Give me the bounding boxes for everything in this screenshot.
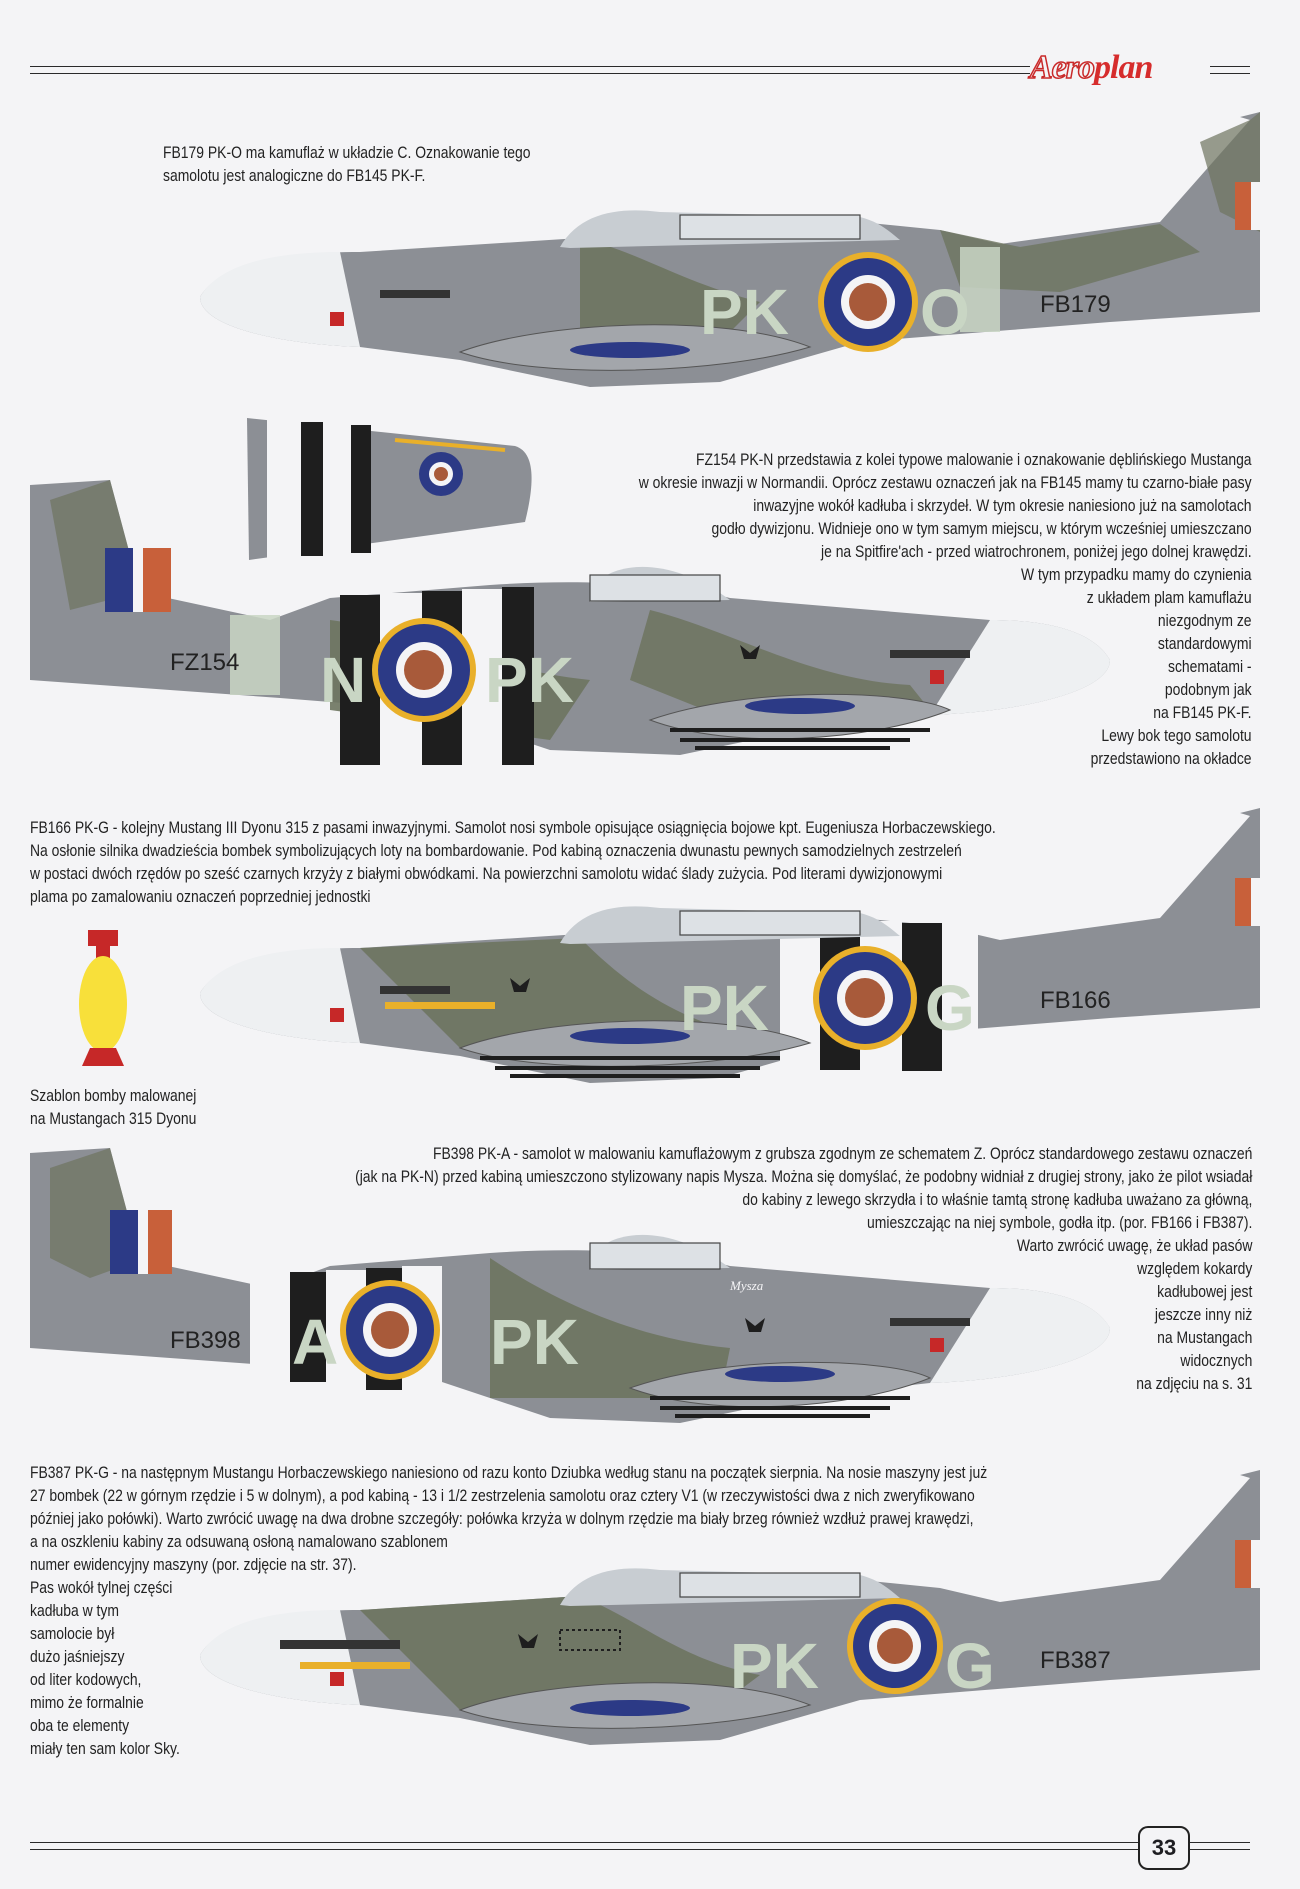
caption-line: na Mustangach [1156, 1329, 1252, 1347]
caption-line: godło dywizjonu. Widnieje ono w tym samy… [711, 520, 1252, 538]
caption-line: FB166 PK-G - kolejny Mustang III Dyonu 3… [30, 819, 996, 837]
page-number: 33 [1138, 1826, 1190, 1870]
caption-line: umieszczając na niej symbole, godła itp.… [866, 1214, 1252, 1232]
code-right-fb166: G [925, 972, 975, 1044]
caption-line: FB398 PK-A - samolot w malowaniu kamufla… [432, 1145, 1252, 1163]
caption-line: z układem plam kamuflażu [1087, 589, 1252, 607]
caption-line: w okresie inwazji w Normandii. Oprócz ze… [639, 474, 1252, 492]
caption-line: jeszcze inny niż [1154, 1306, 1252, 1324]
caption-line: FB387 PK-G - na następnym Mustangu Horba… [30, 1464, 988, 1482]
caption-line: Szablon bomby malowanej [30, 1087, 197, 1105]
caption-line: inwazyjne wokół kadłuba i skrzydeł. W ty… [753, 497, 1252, 515]
caption-line: FZ154 PK-N przedstawia z kolei typowe ma… [696, 451, 1252, 469]
caption-line: później jako połówki). Warto zwrócić uwa… [30, 1510, 974, 1528]
caption-line: standardowymi [1158, 635, 1252, 653]
serial-fb166: FB166 [1040, 987, 1111, 1014]
code-left-fz154: PK [485, 644, 574, 716]
caption-line: kadłuba w tym [30, 1602, 119, 1620]
caption-line: mimo że formalnie [30, 1694, 144, 1712]
caption-line: FB179 PK-O ma kamuflaż w układzie C. Ozn… [163, 144, 531, 162]
caption-line: je na Spitfire'ach - przed wiatrochronem… [821, 543, 1252, 561]
caption-line: w postaci dwóch rzędów po sześć czarnych… [30, 865, 943, 883]
caption-line: na Mustangach 315 Dyonu [30, 1110, 197, 1128]
caption-line: miały ten sam kolor Sky. [30, 1740, 180, 1758]
caption-line: kadłubowej jest [1156, 1283, 1252, 1301]
caption-fb387: FB387 PK-G - na następnym Mustangu Horba… [30, 1462, 987, 1761]
caption-bomb: Szablon bomby malowanej na Mustangach 31… [30, 1085, 196, 1131]
caption-fz154: FZ154 PK-N przedstawia z kolei typowe ma… [639, 449, 1252, 771]
caption-line: widocznych [1180, 1352, 1252, 1370]
profile-fb166: PK G FB166 [200, 808, 1260, 1083]
profile-fb179: PK O FB179 [200, 112, 1260, 387]
wing-detail [247, 418, 532, 560]
caption-line: przedstawiono na okładce [1091, 750, 1252, 768]
caption-line: a na oszkleniu kabiny za odsuwaną osłoną… [30, 1533, 448, 1551]
caption-line: W tym przypadku mamy do czynienia [1021, 566, 1252, 584]
code-right-fz154: N [320, 644, 366, 716]
caption-fb166: FB166 PK-G - kolejny Mustang III Dyonu 3… [30, 817, 996, 909]
caption-line: 27 bombek (22 w górnym rzędzie i 5 w dol… [30, 1487, 975, 1505]
caption-line: na FB145 PK-F. [1153, 704, 1252, 722]
caption-line: samolocie był [30, 1625, 115, 1643]
code-right-fb398: A [292, 1306, 338, 1378]
caption-line: Na osłonie silnika dwadzieścia bombek sy… [30, 842, 962, 860]
aircraft-name-fb398: Mysza [729, 1278, 764, 1293]
serial-fb398: FB398 [170, 1327, 241, 1354]
code-right-fb179: O [920, 276, 970, 348]
magazine-logo: Aeroplan [1029, 48, 1210, 88]
caption-line: dużo jaśniejszy [30, 1648, 125, 1666]
profile-fb387: PK G FB387 [200, 1470, 1260, 1745]
caption-line: Lewy bok tego samolotu [1101, 727, 1252, 745]
bomb-stencil-icon [79, 930, 127, 1066]
caption-line: samolotu jest analogiczne do FB145 PK-F. [163, 167, 426, 185]
caption-line: schematami - [1168, 658, 1252, 676]
profile-fz154: N PK FZ154 [30, 480, 1110, 765]
caption-line: niezgodnym ze [1158, 612, 1252, 630]
serial-fb387: FB387 [1040, 1647, 1111, 1674]
caption-line: na zdjęciu na s. 31 [1135, 1375, 1252, 1393]
bottom-rule [30, 1842, 1250, 1850]
logo-prefix: Aero [1029, 48, 1096, 87]
squadron-badge-icon [740, 645, 760, 659]
serial-fb179: FB179 [1040, 291, 1111, 318]
caption-line: do kabiny z lewego skrzydła i to właśnie… [742, 1191, 1252, 1209]
caption-fb179: FB179 PK-O ma kamuflaż w układzie C. Ozn… [163, 142, 531, 188]
caption-line: oba te elementy [30, 1717, 130, 1735]
caption-line: podobnym jak [1165, 681, 1252, 699]
serial-fz154: FZ154 [170, 649, 239, 676]
caption-line: Warto zwrócić uwagę, że układ pasów [1016, 1237, 1252, 1255]
caption-line: numer ewidencyjny maszyny (por. zdjęcie … [30, 1556, 357, 1574]
caption-fb398: FB398 PK-A - samolot w malowaniu kamufla… [355, 1143, 1252, 1396]
code-left-fb166: PK [680, 972, 769, 1044]
squadron-badge-icon [510, 978, 530, 992]
caption-line: (jak na PK-N) przed kabiną umieszczono s… [354, 1168, 1252, 1186]
profile-fb398: A PK FB398 Mysza [30, 1148, 1110, 1423]
caption-line: względem kokardy [1136, 1260, 1252, 1278]
code-left-fb387: PK [730, 1630, 819, 1702]
caption-line: Pas wokół tylnej części [30, 1579, 173, 1597]
code-left-fb179: PK [700, 276, 789, 348]
squadron-badge-icon [518, 1634, 538, 1648]
code-left-fb398: PK [490, 1306, 579, 1378]
code-right-fb387: G [945, 1630, 995, 1702]
top-rule [30, 66, 1250, 74]
logo-suffix: plan [1094, 49, 1153, 86]
caption-line: od liter kodowych, [30, 1671, 142, 1689]
caption-line: plama po zamalowaniu oznaczeń poprzednie… [30, 888, 371, 906]
squadron-badge-icon [745, 1318, 765, 1332]
